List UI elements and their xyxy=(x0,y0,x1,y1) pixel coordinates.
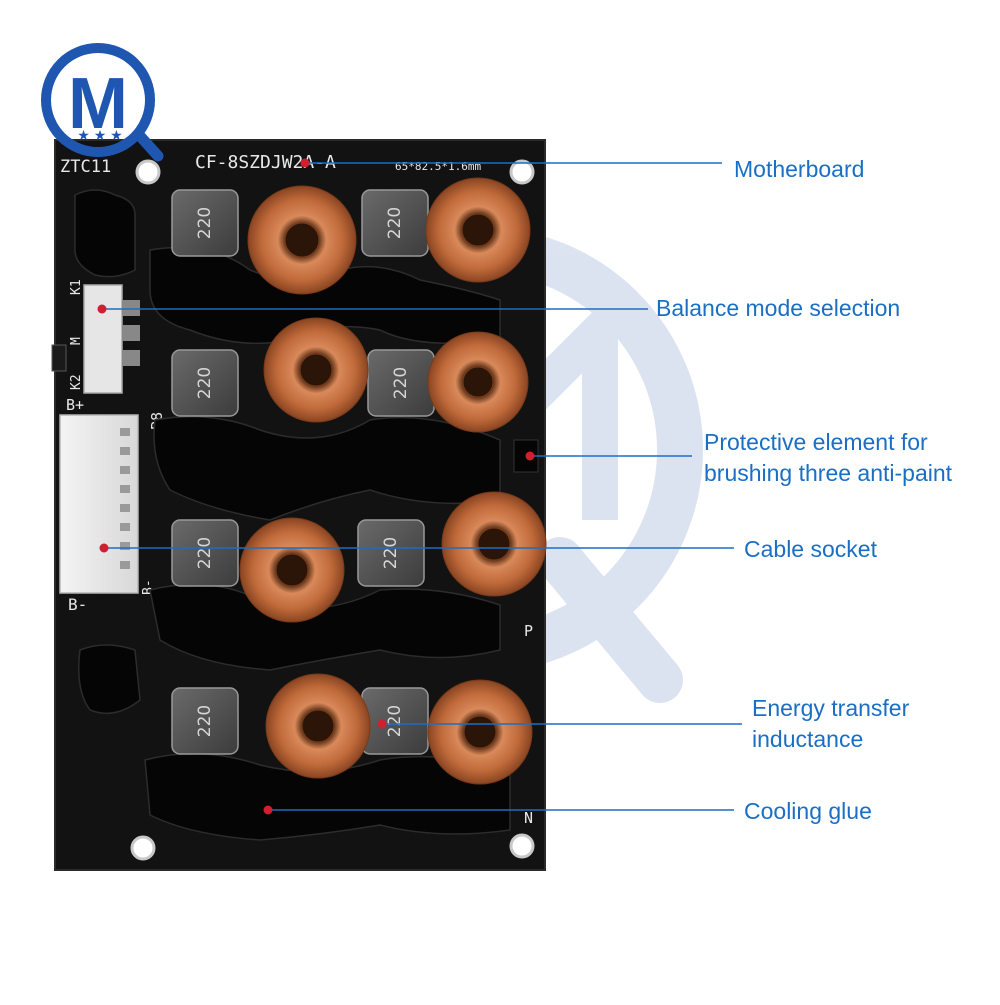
toroid-inductors xyxy=(239,177,547,785)
cooling-glue-blobs xyxy=(74,189,511,841)
callout-cable-socket: Cable socket xyxy=(744,536,877,562)
balance-mode-switch xyxy=(51,284,140,394)
toroid-inductor xyxy=(263,317,369,423)
toroid-inductor xyxy=(247,185,357,295)
svg-text:220: 220 xyxy=(381,537,401,569)
svg-text:220: 220 xyxy=(195,705,215,737)
smd-inductor: 220 xyxy=(357,519,425,587)
smd-inductor: 220 xyxy=(367,349,435,417)
logo-stars: ★ ★ ★ xyxy=(77,127,122,143)
svg-text:220: 220 xyxy=(391,367,411,399)
toroid-inductor xyxy=(427,679,533,785)
mounting-hole xyxy=(130,835,156,861)
callout-dot-cooling-glue xyxy=(263,805,273,815)
callout-protective: Protective element for brushing three an… xyxy=(704,429,953,486)
callout-dot-energy-transfer xyxy=(377,719,387,729)
logo-ring-letter: Q xyxy=(0,0,1,1)
silk-p: P xyxy=(524,622,533,640)
callout-energy-transfer: Energy transfer inductance xyxy=(752,695,910,752)
smd-inductor: 220 xyxy=(171,519,239,587)
callout-cooling-glue: Cooling glue xyxy=(744,798,872,824)
silk-id: ZTC11 xyxy=(60,157,111,177)
smd-inductor: 220 xyxy=(361,189,429,257)
smd-inductor: 220 xyxy=(361,687,429,755)
silk-m: M xyxy=(69,337,84,345)
toroid-inductor xyxy=(441,491,547,597)
svg-text:220: 220 xyxy=(195,367,215,399)
mounting-hole xyxy=(135,159,161,185)
svg-text:220: 220 xyxy=(385,705,405,737)
toroid-inductor xyxy=(265,673,371,779)
toroid-inductor xyxy=(427,331,529,433)
mounting-hole xyxy=(509,159,535,185)
mounting-hole xyxy=(509,833,535,859)
silk-dimensions: 65*82.5*1.6mm xyxy=(395,160,481,173)
toroid-inductor xyxy=(425,177,531,283)
smd-inductors: 220 220 220 220 220 220 xyxy=(171,189,435,755)
callout-motherboard: Motherboard xyxy=(734,156,865,182)
silk-n: N xyxy=(524,809,533,827)
silk-k1: K1 xyxy=(69,279,84,295)
callout-dot-cable-socket xyxy=(99,543,109,553)
silk-bplus: B+ xyxy=(66,396,84,414)
smd-inductor: 220 xyxy=(171,687,239,755)
callout-dot-motherboard xyxy=(300,158,310,168)
callout-dot-protective xyxy=(525,451,535,461)
logo-letter: M xyxy=(68,64,128,144)
svg-text:220: 220 xyxy=(195,207,215,239)
svg-text:220: 220 xyxy=(385,207,405,239)
smd-inductor: 220 xyxy=(171,349,239,417)
toroid-inductor xyxy=(239,517,345,623)
pcb-board: ZTC11 CF-8SZDJW2A-A 65*82.5*1.6mm K1 M K… xyxy=(51,139,547,871)
callout-leaders xyxy=(97,158,742,815)
callout-dot-balance-mode xyxy=(97,304,107,314)
silk-bminus: B- xyxy=(68,595,87,614)
svg-text:220: 220 xyxy=(195,537,215,569)
silk-k2: K2 xyxy=(69,374,84,390)
silk-model: CF-8SZDJW2A-A xyxy=(195,152,336,173)
cable-socket xyxy=(59,414,139,594)
smd-inductor: 220 xyxy=(171,189,239,257)
brand-logo: M Q ★ ★ ★ xyxy=(0,0,164,162)
callout-balance-mode: Balance mode selection xyxy=(656,295,901,321)
